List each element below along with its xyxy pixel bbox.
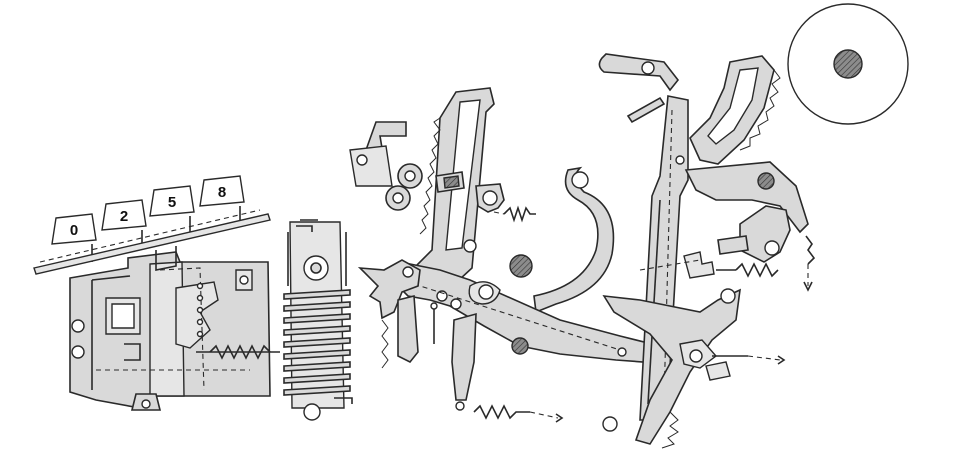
key-lever-bar — [33, 213, 271, 275]
key-8-label: 8 — [218, 184, 226, 201]
coil-turns — [283, 289, 351, 396]
upper-sector-gear — [689, 55, 781, 165]
drum — [787, 3, 909, 125]
pinion-gears — [385, 163, 423, 211]
curved-hook-arm — [533, 166, 615, 314]
number-keys: 0 2 5 8 — [33, 175, 271, 275]
frame-holes — [196, 282, 204, 338]
claw-tip — [357, 259, 438, 369]
main-diagonal-lever — [395, 261, 671, 365]
key-5: 5 — [149, 185, 195, 236]
key-frame-assembly — [69, 246, 280, 411]
key-2: 2 — [101, 199, 147, 250]
coil-spring-column — [283, 219, 353, 421]
horizontal-spring — [196, 344, 280, 360]
upper-left-bracket — [349, 121, 407, 187]
link-arm — [463, 183, 536, 253]
key-0: 0 — [51, 213, 97, 262]
lower-right-toothed-arm — [602, 288, 786, 449]
key-8: 8 — [199, 175, 245, 224]
center-pivot — [509, 254, 533, 278]
lower-hanging-arm — [451, 312, 564, 423]
rack-teeth — [419, 117, 441, 235]
top-latch — [598, 53, 680, 124]
step-ratchet — [639, 251, 715, 279]
key-0-label: 0 — [70, 222, 78, 239]
right-bracket — [684, 161, 809, 234]
vertical-link-column — [602, 95, 689, 432]
right-spring-lever — [716, 205, 816, 292]
key-5-label: 5 — [168, 194, 176, 211]
key-2-label: 2 — [120, 208, 128, 225]
